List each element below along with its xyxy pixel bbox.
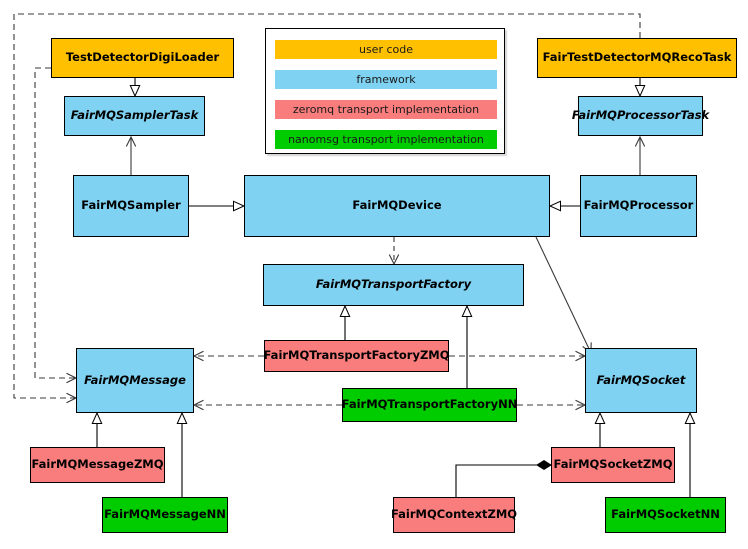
class-node-label: FairMQSampler: [81, 198, 181, 213]
class-node-label: FairMQMessageZMQ: [31, 457, 164, 472]
class-node-label: FairMQMessage: [84, 372, 186, 387]
class-node-label: FairMQTransportFactoryZMQ: [263, 348, 450, 363]
class-node-FairMQProcessorTask[interactable]: FairMQProcessorTask: [572, 96, 709, 136]
class-node-FairMQDevice[interactable]: FairMQDevice: [244, 175, 550, 237]
class-node-TestDetectorDigiLoader[interactable]: TestDetectorDigiLoader: [51, 38, 234, 78]
legend-item-user: user code: [275, 40, 497, 59]
class-node-FairMQTransportFactory[interactable]: FairMQTransportFactory: [263, 264, 524, 306]
legend-item-label: user code: [358, 43, 414, 56]
class-node-FairMQProcessor[interactable]: FairMQProcessor: [580, 175, 697, 237]
class-node-FairMQSocketNN[interactable]: FairMQSocketNN: [605, 497, 726, 533]
class-node-label: FairTestDetectorMQRecoTask: [542, 50, 732, 65]
class-node-FairMQTransportFactoryZMQ[interactable]: FairMQTransportFactoryZMQ: [263, 340, 450, 372]
class-node-FairMQSamplerTask[interactable]: FairMQSamplerTask: [64, 96, 205, 136]
class-node-label: FairMQTransportFactoryNN: [341, 397, 518, 412]
legend-item-zmq: zeromq transport implementation: [275, 100, 497, 119]
legend-item-nanomsg: nanomsg transport implementation: [275, 130, 497, 149]
class-node-label: FairMQSamplerTask: [70, 108, 199, 123]
class-node-FairMQSocketZMQ[interactable]: FairMQSocketZMQ: [551, 447, 675, 483]
class-node-FairTestDetectorMQRecoTask[interactable]: FairTestDetectorMQRecoTask: [537, 38, 737, 78]
class-node-label: FairMQMessageNN: [104, 507, 226, 522]
class-node-label: FairMQSocketNN: [611, 507, 720, 522]
class-node-label: FairMQProcessor: [583, 198, 694, 213]
class-node-FairMQSampler[interactable]: FairMQSampler: [73, 175, 189, 237]
class-node-FairMQMessage[interactable]: FairMQMessage: [76, 348, 194, 413]
color-legend: user code framework zeromq transport imple…: [265, 28, 505, 154]
class-node-FairMQTransportFactoryNN[interactable]: FairMQTransportFactoryNN: [342, 388, 517, 422]
class-node-label: FairMQDevice: [352, 198, 442, 213]
class-node-FairMQMessageNN[interactable]: FairMQMessageNN: [102, 497, 228, 533]
legend-item-framework: framework: [275, 70, 497, 89]
edge-device-assoc-socket: [535, 236, 592, 355]
class-node-FairMQMessageZMQ[interactable]: FairMQMessageZMQ: [30, 447, 165, 483]
class-node-FairMQContextZMQ[interactable]: FairMQContextZMQ: [390, 497, 518, 533]
legend-item-label: framework: [356, 73, 416, 86]
legend-item-label: nanomsg transport implementation: [288, 133, 484, 146]
class-node-label: FairMQSocketZMQ: [553, 457, 673, 472]
edge-socketzmq-composes-contextzmq: [455, 460, 552, 497]
class-node-label: FairMQProcessorTask: [571, 108, 710, 123]
class-node-label: FairMQSocket: [596, 372, 686, 387]
legend-item-label: zeromq transport implementation: [292, 103, 480, 116]
class-node-label: FairMQContextZMQ: [390, 507, 518, 522]
class-node-label: TestDetectorDigiLoader: [65, 50, 220, 65]
class-node-label: FairMQTransportFactory: [315, 277, 472, 292]
class-node-FairMQSocket[interactable]: FairMQSocket: [585, 348, 697, 413]
